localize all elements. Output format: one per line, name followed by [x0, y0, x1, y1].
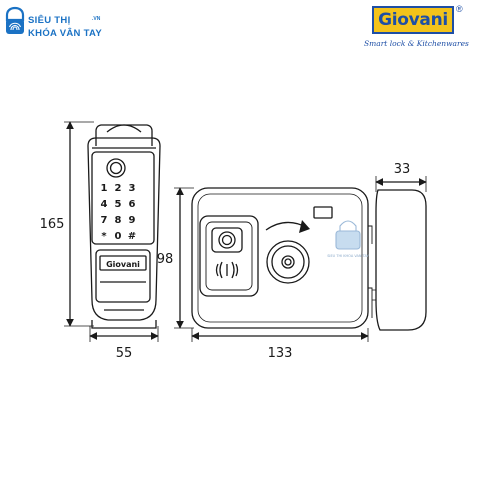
keypad-keys: 1 2 3 4 5 6 7 8 9 * 0 # [101, 183, 137, 242]
key-6[interactable]: 6 [129, 199, 136, 210]
key-7[interactable]: 7 [101, 215, 108, 226]
side-height-label: 98 [157, 252, 174, 267]
keypad-panel [91, 151, 155, 245]
brand-badge: Giovani [372, 6, 454, 34]
nfc-icon [215, 261, 239, 279]
watermark-lock-icon [335, 220, 361, 250]
key-hash[interactable]: # [128, 231, 136, 242]
fingerprint-sensor-icon [106, 158, 126, 178]
giovani-logo[interactable]: Giovani ® Smart lock & Kitchenwares [364, 4, 474, 56]
reader-panel [199, 215, 259, 297]
registered-mark: ® [456, 4, 463, 14]
front-width-label: 55 [116, 346, 133, 361]
camera-lens-icon [218, 231, 236, 249]
key-2[interactable]: 2 [115, 183, 122, 194]
logo-domain: .VN [92, 16, 101, 22]
front-body [87, 137, 161, 321]
key-9[interactable]: 9 [129, 215, 136, 226]
side-knob [375, 189, 427, 331]
key-star[interactable]: * [101, 231, 107, 242]
front-height-label: 165 [40, 217, 65, 232]
side-view [174, 176, 427, 342]
brand-tagline: Smart lock & Kitchenwares [364, 39, 469, 48]
key-0[interactable]: 0 [115, 231, 122, 242]
front-handle [95, 249, 151, 303]
key-5[interactable]: 5 [115, 199, 122, 210]
lock-box [191, 187, 369, 329]
knob-width-label: 33 [394, 162, 411, 177]
fingerprint-shield-icon [5, 6, 25, 34]
front-top-cap [95, 124, 153, 146]
key-4[interactable]: 4 [101, 199, 108, 210]
watermark-text: SIEU THI KHOA VAN TAY [327, 254, 369, 258]
logo-line-1: SIÊU THỊ [28, 15, 71, 26]
front-view [64, 121, 161, 342]
logo-line-2: KHÓA VÂN TAY [28, 28, 102, 39]
key-8[interactable]: 8 [115, 215, 122, 226]
key-cylinder [266, 240, 310, 284]
key-3[interactable]: 3 [129, 183, 136, 194]
indicator-slot [313, 206, 333, 219]
site-logo[interactable]: SIÊU THỊ .VN KHÓA VÂN TAY [4, 6, 114, 42]
key-1[interactable]: 1 [101, 183, 108, 194]
handle-brand: Giovani [106, 260, 140, 269]
brand-name: Giovani [378, 10, 448, 30]
side-width-label: 133 [268, 346, 293, 361]
